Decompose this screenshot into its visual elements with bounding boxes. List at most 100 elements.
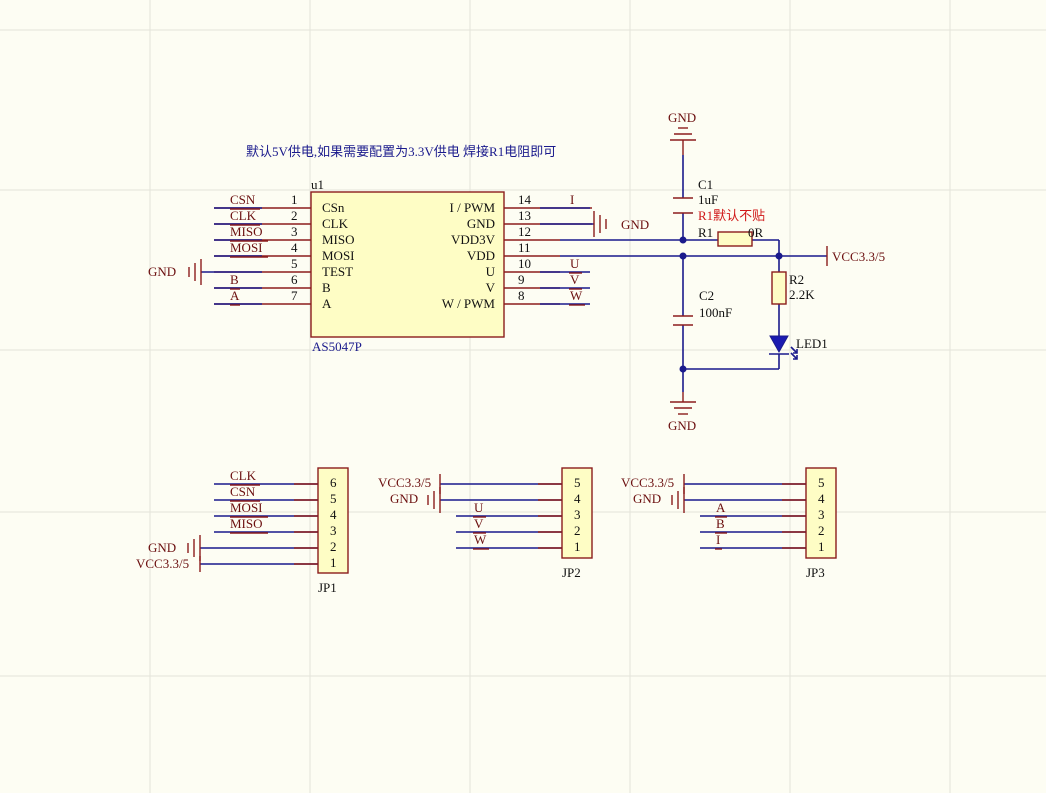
jp3-gnd-symbol — [671, 487, 685, 513]
u1-pin-7-number: 7 — [291, 288, 298, 303]
r2-designator: R2 — [789, 272, 804, 287]
u1-pin-1-number: 1 — [291, 192, 298, 207]
u1-body — [310, 191, 505, 338]
c2-capacitor[interactable]: C2 100nF — [673, 288, 732, 326]
u1-part-number: AS5047P — [312, 339, 362, 354]
u1-pin-9-name: V — [486, 280, 496, 295]
u1-pin-11-name: VDD — [467, 248, 495, 263]
jp2-designator: JP2 — [562, 565, 581, 580]
jp1-header[interactable]: 6 5 4 3 2 1 CLK CSN MOSI MISO GND VCC3.3… — [136, 467, 349, 595]
jp3-body — [805, 467, 837, 559]
r1-designator: R1 — [698, 225, 713, 240]
net-label-csn: CSN — [230, 192, 256, 207]
jp1-net-gnd: GND — [148, 540, 176, 555]
r1-note: R1默认不贴 — [698, 208, 765, 223]
led1-diode[interactable]: LED1 — [769, 335, 828, 360]
jp1-gnd-symbol — [187, 535, 201, 561]
net-label-b: B — [230, 272, 239, 287]
gnd-symbol-bottom: GND — [668, 392, 696, 433]
u1-pin-4-number: 4 — [291, 240, 298, 255]
u1-pin-3-number: 3 — [291, 224, 298, 239]
u1-component[interactable]: u1 AS5047P 1 2 3 4 5 6 7 — [201, 177, 594, 354]
vcc-label-main: VCC3.3/5 — [832, 249, 885, 264]
junctions — [679, 236, 783, 373]
jp1-designator: JP1 — [318, 580, 337, 595]
u1-pin-13-number: 13 — [518, 208, 531, 223]
jp3-net-b: B — [716, 516, 725, 531]
u1-pin-2-number: 2 — [291, 208, 298, 223]
u1-pin-1-name: CSn — [322, 200, 345, 215]
jp3-net-a: A — [716, 500, 726, 515]
led1-emission-arrows — [790, 346, 798, 360]
u1-pin-11-number: 11 — [518, 240, 531, 255]
u1-pin-14-name: I / PWM — [450, 200, 496, 215]
c2-designator: C2 — [699, 288, 714, 303]
jp3-pin-2: 2 — [818, 523, 825, 538]
vcc-power-port: VCC3.3/5 — [826, 246, 885, 266]
net-label-miso: MISO — [230, 224, 263, 239]
jp3-pin-1: 1 — [818, 539, 825, 554]
u1-pin-10-name: U — [486, 264, 496, 279]
power-wires — [560, 155, 827, 392]
junction-vcc — [775, 252, 783, 260]
led1-triangle — [769, 335, 789, 354]
u1-pin-10-number: 10 — [518, 256, 531, 271]
jp2-pin-5: 5 — [574, 475, 581, 490]
u1-pin-5-name: TEST — [322, 264, 353, 279]
u1-pin-7-name: A — [322, 296, 332, 311]
r1-resistor[interactable]: R1默认不贴 R1 0R — [698, 208, 765, 247]
u1-designator: u1 — [311, 177, 324, 192]
u1-pin-4-name: MOSI — [322, 248, 355, 263]
jp3-pin-5: 5 — [818, 475, 825, 490]
gnd-label-u1-test: GND — [148, 264, 176, 279]
jp3-net-i: I — [716, 532, 720, 547]
jp2-pin-3: 3 — [574, 507, 581, 522]
c1-capacitor[interactable]: C1 1uF — [673, 177, 718, 214]
jp2-net-gnd: GND — [390, 491, 418, 506]
net-label-w-u1: W — [570, 288, 583, 303]
jp1-net-clk: CLK — [230, 468, 257, 483]
jp2-net-w: W — [474, 532, 487, 547]
jp3-header[interactable]: 5 4 3 2 1 VCC3.3/5 GND A B I JP3 — [621, 467, 837, 580]
jp1-pin-3: 3 — [330, 523, 337, 538]
jp1-pin-5: 5 — [330, 491, 337, 506]
jp1-net-vcc: VCC3.3/5 — [136, 556, 189, 571]
jp2-net-vcc: VCC3.3/5 — [378, 475, 431, 490]
u1-pin-6-name: B — [322, 280, 331, 295]
net-label-a: A — [230, 288, 240, 303]
jp2-gnd-symbol — [427, 487, 441, 513]
u1-pin-6-number: 6 — [291, 272, 298, 287]
net-label-mosi: MOSI — [230, 240, 263, 255]
jp2-net-u: U — [474, 500, 484, 515]
design-note: 默认5V供电,如果需要配置为3.3V供电 焊接R1电阻即可 — [246, 144, 556, 159]
u1-pin-13-name: GND — [467, 216, 495, 231]
c2-value: 100nF — [699, 305, 732, 320]
jp3-pin-3: 3 — [818, 507, 825, 522]
u1-pin-12-name: VDD3V — [451, 232, 496, 247]
jp3-designator: JP3 — [806, 565, 825, 580]
gnd-label-u1-pin13: GND — [621, 217, 649, 232]
jp2-pin-2: 2 — [574, 523, 581, 538]
net-label-v-u1: V — [570, 272, 580, 287]
jp1-pin-6: 6 — [330, 475, 337, 490]
jp3-net-vcc: VCC3.3/5 — [621, 475, 674, 490]
jp2-header[interactable]: 5 4 3 2 1 VCC3.3/5 GND U V W JP2 — [378, 467, 593, 580]
gnd-symbol-u1-pin13: GND — [593, 211, 649, 237]
r2-value: 2.2K — [789, 287, 815, 302]
jp3-pin-4: 4 — [818, 491, 825, 506]
jp1-net-mosi: MOSI — [230, 500, 263, 515]
c1-designator: C1 — [698, 177, 713, 192]
r1-value: 0R — [748, 225, 764, 240]
u1-pin-14-number: 14 — [518, 192, 532, 207]
u1-pin-2-name: CLK — [322, 216, 349, 231]
gnd-symbol-u1-test: GND — [148, 259, 202, 285]
r2-resistor[interactable]: R2 2.2K — [771, 271, 815, 305]
gnd-symbol-c1: GND — [668, 110, 696, 155]
u1-pin-12-number: 12 — [518, 224, 531, 239]
gnd-label-bottom: GND — [668, 418, 696, 433]
u1-pin-3-name: MISO — [322, 232, 355, 247]
jp2-body — [561, 467, 593, 559]
jp1-pin-2: 2 — [330, 539, 337, 554]
